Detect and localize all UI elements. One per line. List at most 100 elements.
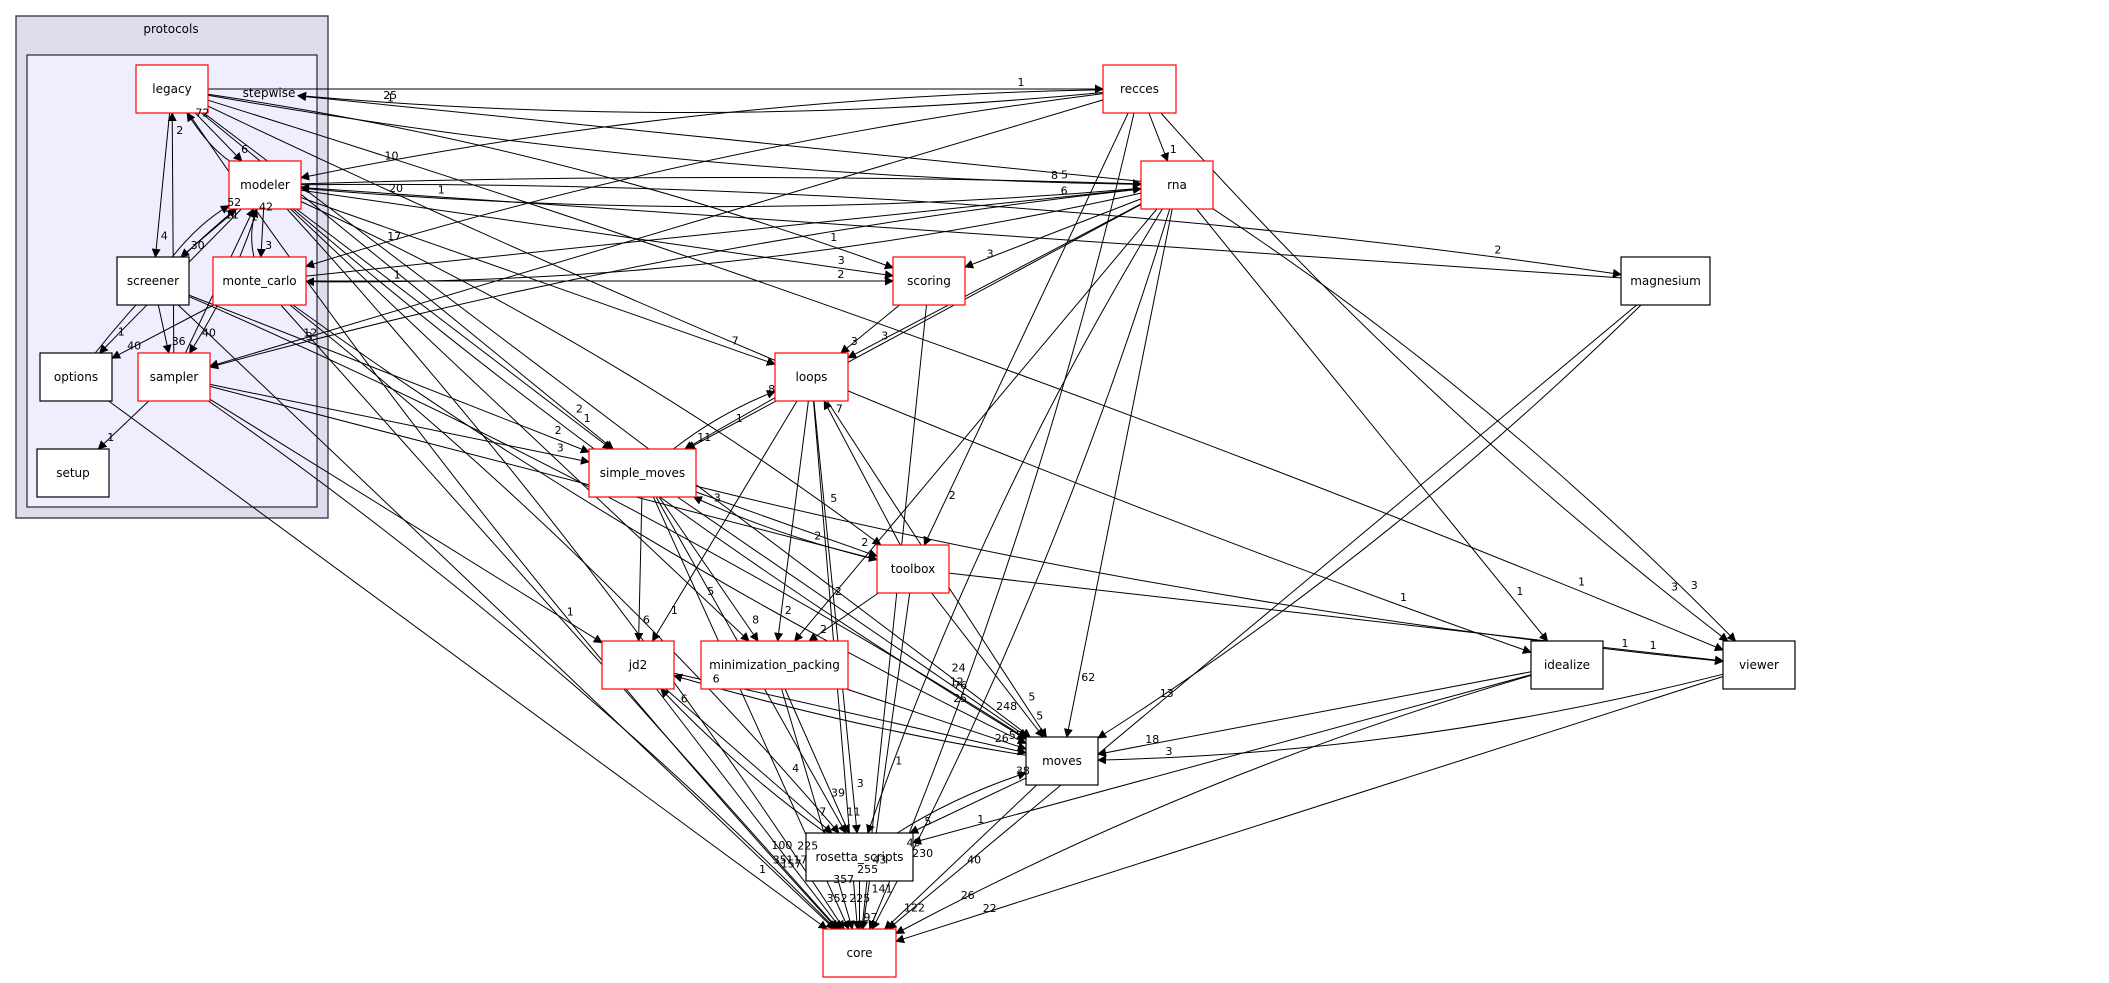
edge-label-monte_carlo-to-rosetta_scripts[interactable]: 4 [792,762,799,775]
node-scoring[interactable]: scoring [892,256,966,306]
edge-label-recces-to-sampler[interactable]: 12 [303,327,317,340]
edge-label-screener-to-core[interactable]: 35 [773,854,787,867]
edge-label-magnesium-to-core[interactable]: 40 [967,854,981,867]
edge-label-idealize-to-core[interactable]: 26 [961,889,975,902]
node-modeler[interactable]: modeler [228,160,302,210]
edge-label-modeler-to-legacy[interactable]: 72 [195,107,209,120]
edge-legacy-to-scoring[interactable] [207,93,894,270]
edge-scoring-to-loops[interactable] [840,304,900,354]
edge-label-modeler-to-sampler[interactable]: 40 [202,327,216,340]
node-idealize[interactable]: idealize [1530,640,1604,690]
edge-label-simple_moves-to-core[interactable]: 357 [833,873,854,886]
edge-rna-to-rosetta_scripts[interactable] [866,208,1163,834]
edge-toolbox-to-loops[interactable] [823,400,901,546]
edge-legacy-to-viewer[interactable] [207,99,1724,652]
edge-viewer-to-core[interactable] [895,676,1724,944]
edge-legacy-to-modeler[interactable] [194,112,243,162]
edge-recces-to-sampler[interactable] [209,99,1104,369]
edge-label-monte_carlo-to-scoring[interactable]: 2 [837,268,844,281]
edge-label-legacy-to-recces[interactable]: 1 [1018,76,1025,89]
edge-jd2-to-core[interactable] [656,688,842,930]
edge-modeler-to-magnesium[interactable] [300,183,1622,278]
edge-label-modeler-to-simple_moves[interactable]: 1 [584,412,591,425]
edge-label-modeler-to-monte_carlo[interactable]: 3 [265,239,272,252]
edge-legacy-to-moves[interactable] [203,112,1031,738]
node-loops[interactable]: loops [774,352,849,402]
edge-label-sampler-to-legacy[interactable]: 2 [176,124,183,137]
edge-legacy-to-screener[interactable] [151,112,171,258]
edge-label-loops-to-jd2[interactable]: 1 [671,604,678,617]
edge-label-minimization_packing-to-moves[interactable]: 55 [1009,729,1023,742]
edge-label-rna-to-idealize[interactable]: 1 [1516,585,1523,598]
node-toolbox[interactable]: toolbox [876,544,950,594]
edge-label-recces-to-monte_carlo[interactable]: 17 [387,230,401,243]
edge-sampler-to-legacy[interactable] [167,112,177,354]
edge-moves-to-rosetta_scripts[interactable] [909,777,1027,834]
edge-legacy-to-idealize[interactable] [207,105,1532,654]
edge-label-modeler-to-toolbox[interactable]: 5 [830,492,837,505]
edge-label-toolbox-to-moves[interactable]: 5 [1036,710,1043,723]
edge-label-sampler-to-toolbox[interactable]: 2 [814,529,821,542]
edge-label-legacy-to-moves[interactable]: 24 [952,662,966,675]
edge-label-simple_moves-to-toolbox[interactable]: 2 [861,536,868,549]
node-screener[interactable]: screener [116,256,190,306]
edge-label-idealize-to-moves[interactable]: 18 [1145,733,1159,746]
node-core[interactable]: core [822,928,897,978]
node-moves[interactable]: moves [1025,736,1099,786]
edge-sampler-to-toolbox[interactable] [209,385,878,562]
edge-label-sampler-to-setup[interactable]: 1 [107,431,114,444]
edge-monte_carlo-to-modeler[interactable] [249,208,259,258]
edge-screener-to-core[interactable] [177,304,835,930]
edge-viewer-to-moves[interactable] [1097,673,1724,765]
edge-loops-to-rosetta_scripts[interactable] [813,400,861,834]
edge-rna-to-scoring[interactable] [964,198,1142,269]
edge-label-viewer-to-moves[interactable]: 3 [1166,745,1173,758]
edge-label-loops-to-rosetta_scripts[interactable]: 3 [857,777,864,790]
edge-rna-to-sampler[interactable] [209,188,1142,370]
node-rna[interactable]: rna [1140,160,1214,210]
edge-label-legacy-to-core[interactable]: 100 [771,839,792,852]
edge-label-magnesium-to-moves[interactable]: 13 [1160,687,1174,700]
edge-label-rna-to-sampler[interactable]: 3 [306,330,313,343]
edge-loops-to-minimization_packing[interactable] [774,400,809,642]
edge-sampler-to-setup[interactable] [97,400,150,450]
edge-modeler-to-scoring[interactable] [300,189,894,280]
edge-label-jd2-to-rosetta_scripts[interactable]: 7 [819,806,826,819]
edge-label-viewer-to-core[interactable]: 22 [983,902,997,915]
edge-options-to-core[interactable] [108,400,828,930]
edge-label-sampler-to-core[interactable]: 157 [781,858,802,871]
edge-simple_moves-to-jd2[interactable] [634,496,644,642]
edge-label-toolbox-to-loops[interactable]: 7 [836,402,843,415]
edge-label-sampler-to-modeler[interactable]: 1 [251,210,258,223]
edge-legacy-to-core[interactable] [187,112,839,930]
edge-modeler-to-simple_moves[interactable] [296,208,612,450]
node-jd2[interactable]: jd2 [601,640,675,690]
edge-label-legacy-to-modeler[interactable]: 6 [241,143,248,156]
edge-label-legacy-to-screener[interactable]: 4 [161,230,168,243]
edge-label-recces-to-viewer[interactable]: 3 [1671,581,1678,594]
edge-label-minimization_packing-to-rosetta_scripts[interactable]: 11 [847,806,861,819]
edge-rna-to-core[interactable] [871,208,1171,930]
edge-modeler-to-toolbox[interactable] [300,201,882,546]
node-recces[interactable]: recces [1102,64,1177,114]
edge-label-modeler-to-rna[interactable]: 5 [1061,169,1068,182]
edge-label-recces-to-core[interactable]: 49 [907,837,921,850]
edge-modeler-to-monte_carlo[interactable] [256,208,266,258]
edge-idealize-to-moves[interactable] [1097,671,1532,758]
edge-rna-to-monte_carlo[interactable] [305,192,1142,287]
edge-label-magnesium-to-modeler[interactable]: 1 [438,184,445,197]
edge-label-recces-to-stepwise[interactable]: 25 [383,89,397,102]
node-legacy[interactable]: legacy [135,64,209,114]
edge-label-toolbox-to-viewer[interactable]: 1 [1650,639,1657,652]
edge-rna-to-stepwise[interactable] [297,92,1142,182]
edge-minimization_packing-to-moves[interactable] [846,688,1027,751]
edge-label-monte_carlo-to-modeler[interactable]: 42 [259,201,273,214]
edge-sampler-to-simple_moves[interactable] [209,383,590,465]
edge-recces-to-monte_carlo[interactable] [305,93,1104,269]
edge-rna-to-viewer[interactable] [1212,208,1737,642]
edge-recces-to-rna[interactable] [1148,112,1169,162]
edge-label-rna-to-rosetta_scripts[interactable]: 1 [895,755,902,768]
edge-label-modeler-to-core[interactable]: 225 [797,840,818,853]
edge-rna-to-idealize[interactable] [1196,208,1549,642]
edge-simple_moves-to-minimization_packing[interactable] [658,496,759,642]
